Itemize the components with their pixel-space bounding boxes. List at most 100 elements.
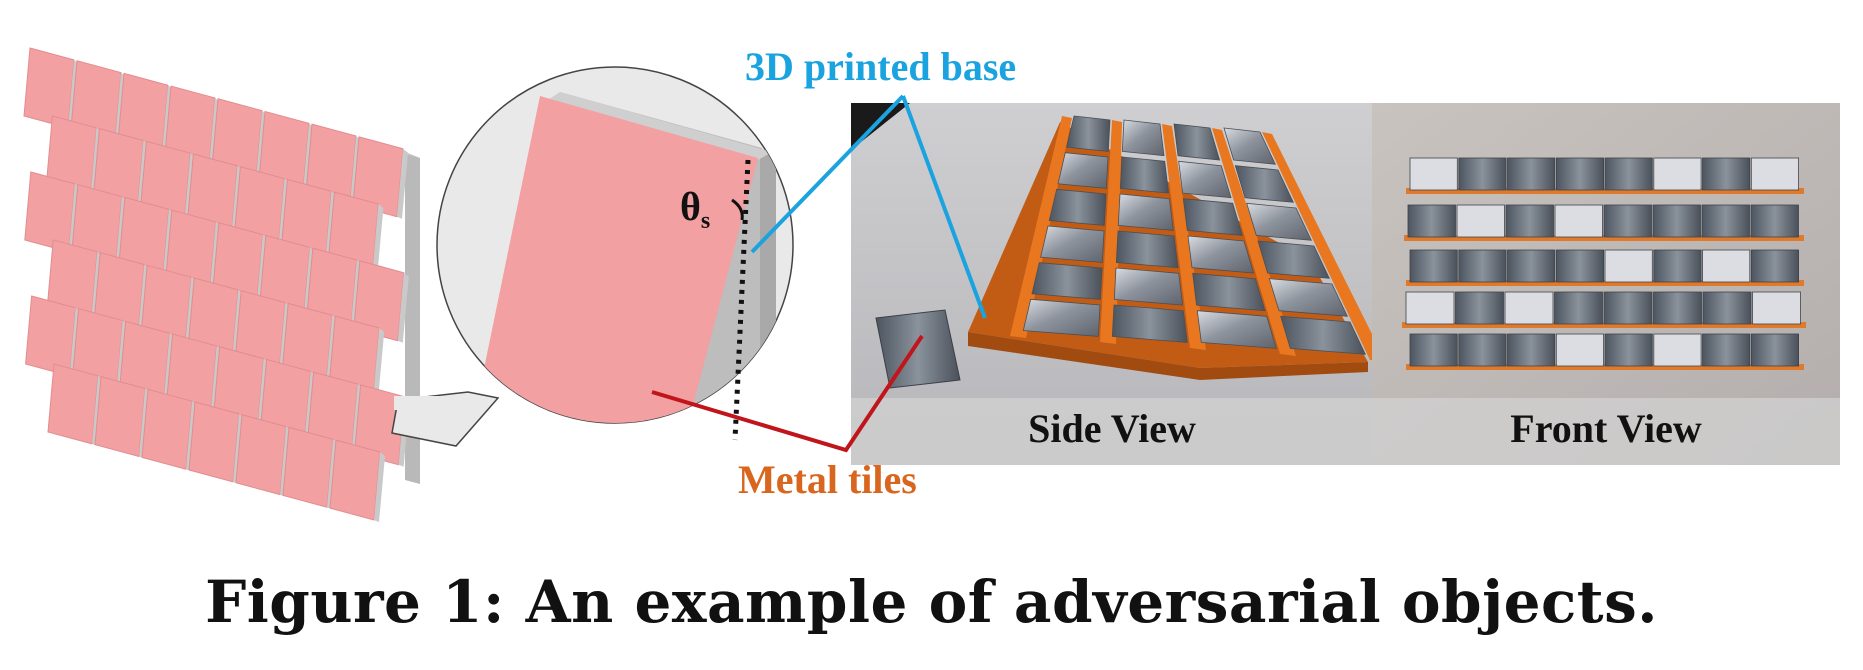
tiles-label: Metal tiles <box>738 457 917 502</box>
tiled-wall-model <box>23 47 420 522</box>
front-metal-tile <box>1750 249 1800 283</box>
side-metal-tile <box>1113 267 1184 306</box>
base-rib <box>1010 116 1072 338</box>
front-metal-tile <box>1604 333 1653 367</box>
front-metal-tile <box>1752 291 1801 325</box>
front-metal-tile <box>1458 333 1507 367</box>
side-metal-tile <box>1173 123 1221 161</box>
front-metal-tile <box>1554 204 1603 238</box>
front-metal-tile <box>1702 333 1751 367</box>
front-metal-tile <box>1701 204 1750 238</box>
side-metal-tile <box>1111 304 1188 343</box>
front-metal-tile <box>1750 157 1800 191</box>
side-metal-tile <box>1022 298 1101 337</box>
front-base-edge <box>1406 280 1804 286</box>
wall-tile <box>94 375 146 458</box>
front-metal-tile <box>1750 204 1799 238</box>
base-rib <box>1262 132 1386 362</box>
base-rib <box>1212 128 1296 356</box>
wall-tile <box>24 171 76 253</box>
front-metal-tile <box>1458 249 1507 283</box>
front-metal-tile <box>1407 204 1456 238</box>
zoomed-tile-face <box>478 96 758 423</box>
figure-caption: Figure 1: An example of adversarial obje… <box>205 568 1658 636</box>
wall-tile-edge <box>397 272 409 343</box>
side-metal-tile <box>1246 202 1312 241</box>
front-metal-tile <box>1603 291 1653 325</box>
side-metal-tile <box>1192 272 1266 312</box>
front-metal-tile <box>1456 204 1505 238</box>
front-metal-tile <box>1653 249 1702 283</box>
wall-tile-edge <box>397 148 408 219</box>
wall-tile <box>282 426 334 508</box>
front-metal-tile <box>1507 157 1556 191</box>
side-metal-tile <box>1223 127 1276 165</box>
front-metal-tile <box>1653 157 1702 191</box>
side-metal-tile <box>1257 240 1330 279</box>
front-metal-tile <box>1458 157 1507 191</box>
front-metal-tile <box>1555 157 1605 191</box>
front-base-edge <box>1404 235 1804 241</box>
front-metal-tile <box>1555 333 1605 367</box>
front-metal-tile <box>1603 204 1652 238</box>
front-metal-tile <box>1409 249 1458 283</box>
loose-metal-tile <box>875 309 961 389</box>
front-metal-rows <box>1402 157 1806 370</box>
front-metal-tile <box>1653 291 1702 325</box>
vertical-reference-line <box>732 159 751 441</box>
front-metal-tile <box>1653 333 1702 367</box>
wall-tile <box>329 439 381 521</box>
theta-symbol: θs <box>680 184 710 234</box>
side-metal-tiles <box>1022 115 1366 355</box>
front-metal-tile <box>1702 157 1751 191</box>
side-metal-tile <box>1040 225 1105 263</box>
base-label: 3D printed base <box>745 44 1016 89</box>
wall-tile <box>25 295 77 377</box>
wall-tile <box>141 388 193 470</box>
wall-tile-edge <box>372 203 384 274</box>
side-metal-tile <box>1178 160 1232 199</box>
side-view-label: Side View <box>1028 406 1196 451</box>
angle-arc <box>731 198 744 221</box>
side-metal-tile <box>1048 188 1107 226</box>
wall-tile <box>188 401 240 483</box>
front-metal-tile <box>1604 249 1653 283</box>
front-metal-tile <box>1555 249 1605 283</box>
front-metal-tile <box>1604 157 1653 191</box>
front-metal-tile <box>1409 157 1458 191</box>
side-metal-tile <box>1187 235 1255 274</box>
side-metal-tile <box>1268 278 1348 317</box>
side-metal-tile <box>1234 165 1294 203</box>
front-base-edge <box>1406 188 1804 194</box>
front-metal-tile <box>1702 249 1751 283</box>
side-view-photo <box>851 103 1386 465</box>
tile-grid <box>23 47 410 522</box>
front-metal-tile <box>1507 333 1556 367</box>
wall-tile <box>235 414 287 496</box>
tiles-pointer-lines <box>651 334 924 453</box>
front-metal-tile <box>1405 291 1455 325</box>
zoom-callout: θs <box>391 66 794 447</box>
front-metal-tile <box>1409 333 1458 367</box>
front-metal-tile <box>1504 291 1554 325</box>
side-metal-tile <box>1121 119 1165 157</box>
front-metal-tile <box>1750 333 1800 367</box>
wall-tile <box>23 47 75 129</box>
side-metal-tile <box>1119 156 1170 194</box>
front-metal-tile <box>1505 204 1554 238</box>
front-view-label: Front View <box>1510 406 1702 451</box>
side-metal-tile <box>1066 115 1111 152</box>
side-metal-tile <box>1057 152 1109 189</box>
side-metal-tile <box>1280 315 1366 355</box>
front-base-edge <box>1402 322 1806 328</box>
front-metal-tile <box>1554 291 1603 325</box>
side-metal-tile <box>1196 310 1277 349</box>
side-metal-tile <box>1117 193 1174 231</box>
wall-tile-edge <box>373 327 385 398</box>
front-base-edge <box>1406 364 1804 370</box>
front-view-photo <box>1372 103 1840 465</box>
side-metal-tile <box>1031 262 1103 300</box>
side-metal-tile <box>1182 198 1243 236</box>
wall-tile-edge <box>374 451 385 522</box>
